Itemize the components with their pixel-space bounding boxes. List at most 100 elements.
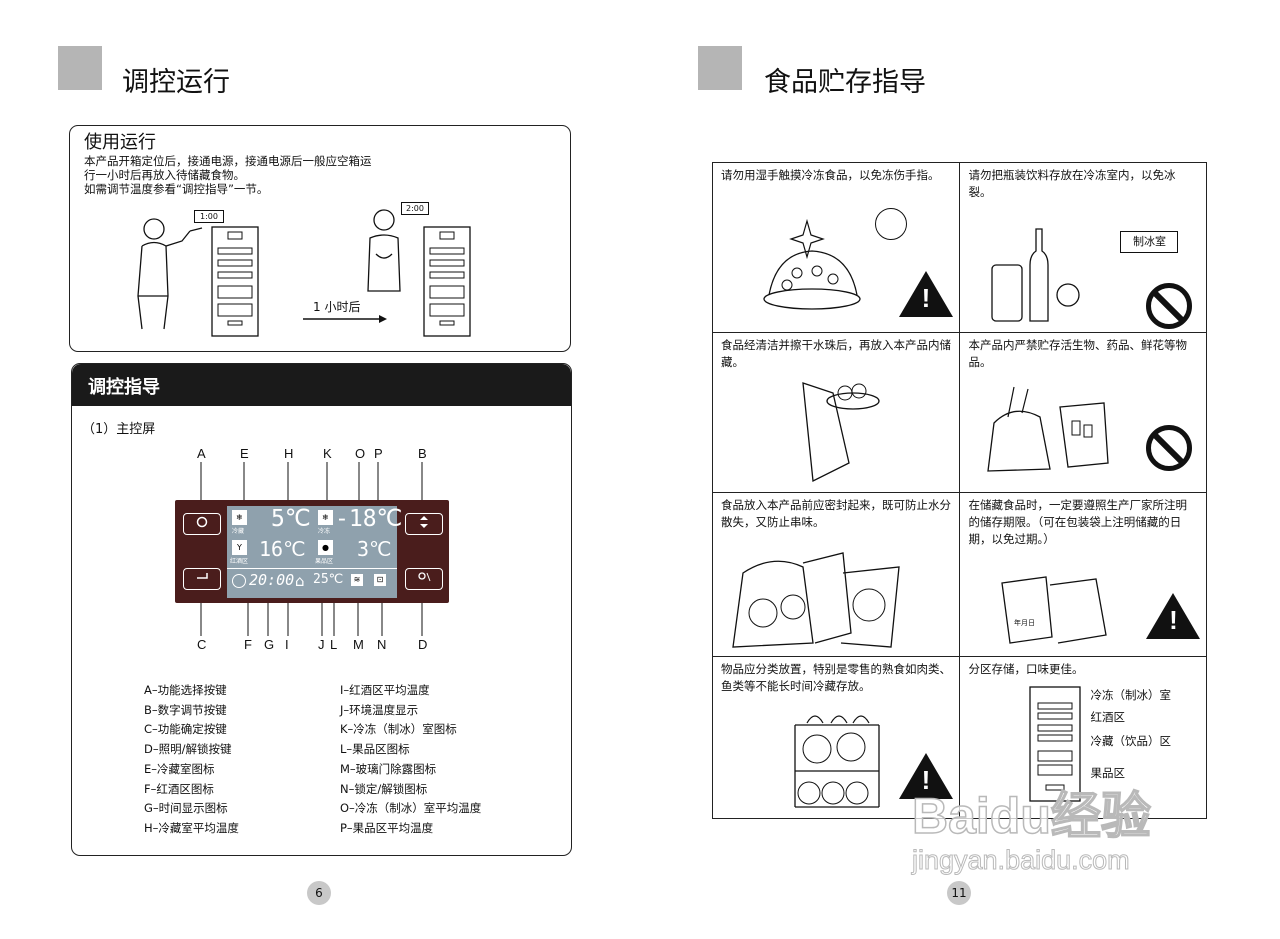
legend-item: F–红酒区图标	[144, 782, 214, 796]
man-pointing-illustration	[137, 218, 203, 330]
guide-header-bar: 调控指导	[72, 364, 571, 406]
guide-subtitle: （1）主控屏	[82, 422, 156, 437]
svg-text:年月日: 年月日	[1014, 618, 1035, 627]
legend-item: L–果品区图标	[340, 742, 410, 756]
light-unlock-button[interactable]	[405, 568, 443, 590]
cell-text: 请勿用湿手触摸冷冻食品，以免冻伤手指。	[721, 168, 940, 182]
cleaning-food-illustration	[802, 382, 880, 483]
legend-item: E–冷藏室图标	[144, 762, 215, 776]
watermark-brand: Baidu经验	[911, 787, 1151, 845]
section-marker	[698, 46, 742, 90]
callout-letter: N	[377, 637, 387, 652]
dated-packages-illustration: 年月日	[1001, 576, 1108, 644]
legend-item: K–冷冻（制冰）室图标	[340, 722, 457, 736]
guide-cell: 食品经清洁并擦干水珠后，再放入本产品内储藏。	[711, 332, 961, 493]
legend-item: O–冷冻（制冰）室平均温度	[340, 801, 482, 815]
wine-temp-display: 16℃	[259, 537, 306, 561]
page-title-right: 食品贮存指导	[764, 67, 926, 98]
home-icon: ⌂	[295, 572, 305, 590]
cell-text: 在储藏食品时，一定要遵照生产厂家所注明的储存期限。（可在包装袋上注明储藏的日期，…	[968, 498, 1187, 546]
function-select-button[interactable]	[183, 513, 221, 535]
screen-divider	[227, 568, 397, 569]
number-adjust-button[interactable]	[405, 513, 443, 535]
man-holding-illustration	[367, 209, 401, 292]
legend-item: H–冷藏室平均温度	[144, 821, 239, 835]
cell-text: 食品放入本产品前应密封起来，既可防止水分散失，又防止串味。	[721, 498, 951, 529]
prohibited-icon	[1146, 283, 1193, 329]
guide-header: 调控指导	[88, 377, 160, 398]
legend-item: I–红酒区平均温度	[340, 683, 430, 697]
zoned-fridge-illustration	[1029, 686, 1082, 802]
prohibited-icon	[1146, 425, 1193, 471]
legend-item: M–玻璃门除露图标	[340, 762, 437, 776]
page-title-left: 调控运行	[122, 67, 230, 98]
legend-item: C–功能确定按键	[144, 722, 227, 736]
wine-zone-icon: Y	[232, 540, 247, 555]
section-marker	[58, 46, 102, 90]
guide-cell: 分区存储，口味更佳。 冷冻（制冰）室 红酒区 冷藏（饮品）区 果品区	[959, 656, 1207, 819]
warning-mark: !	[921, 283, 931, 313]
callout-letter: O	[355, 446, 366, 461]
callout-letter: C	[197, 637, 207, 652]
watermark-url: jingyan.baidu.com	[912, 845, 1131, 876]
bottles-illustration	[991, 228, 1081, 322]
function-confirm-button[interactable]	[183, 568, 221, 590]
callout-letter: D	[418, 637, 428, 652]
callout-letter: I	[285, 637, 289, 652]
cell-text: 物品应分类放置，特别是零售的熟食如肉类、鱼类等不能长时间冷藏存放。	[721, 662, 951, 693]
warning-icon	[899, 753, 953, 799]
frozen-food-illustration	[763, 218, 861, 310]
usage-line: 本产品开箱定位后，接通电源，接通电源后一般应空箱运	[84, 154, 372, 168]
legend-item: J–环境温度显示	[340, 703, 419, 717]
warning-icon	[899, 271, 953, 317]
legend-item: P–果品区平均温度	[340, 821, 434, 835]
callout-letter: B	[418, 446, 427, 461]
guide-cell: 食品放入本产品前应密封起来，既可防止水分散失，又防止串味。	[711, 492, 961, 657]
fridge-compartment-icon: ❄	[232, 510, 247, 525]
callout-letter: A	[197, 446, 206, 461]
legend-item: G–时间显示图标	[144, 801, 228, 815]
cell-text: 分区存储，口味更佳。	[968, 662, 1084, 676]
legend-item: B–数字调节按键	[144, 703, 227, 717]
fridge-temp-display: 5℃	[271, 506, 311, 532]
fruit-temp-display: 3℃	[357, 537, 392, 561]
usage-heading: 使用运行	[84, 132, 156, 153]
storage-guide-table: 请勿用湿手触摸冷冻食品，以免冻伤手指。 ! 请勿把瓶装饮料存放在冷冻室内，以免冰…	[711, 162, 1207, 819]
fridge-icon-caption: 冷藏	[232, 528, 245, 535]
bag-and-medicine-illustration	[987, 386, 1110, 472]
bulb-icon	[418, 572, 431, 582]
page-number-right: 11	[947, 881, 971, 905]
freezer-temp-display: -18℃	[335, 506, 403, 532]
usage-line: 行一小时后再放入待储藏食物。	[84, 168, 245, 182]
zone-label: 冷冻（制冰）室	[1090, 688, 1171, 702]
enter-icon	[197, 573, 208, 579]
ice-room-sign: 制冰室	[1120, 231, 1179, 253]
fridge-illustration-2	[423, 226, 471, 337]
warning-mark: !	[1169, 605, 1178, 635]
lcd-screen: ❄ 冷藏 5℃ ❄ 冷冻 -18℃ Y 红酒区 16℃ ● 果品区 3℃ 20:…	[227, 506, 402, 598]
up-down-icon	[420, 516, 428, 528]
usage-text: 本产品开箱定位后，接通电源，接通电源后一般应空箱运 行一小时后再放入待储藏食物。…	[84, 154, 372, 196]
legend-item: N–锁定/解锁图标	[340, 782, 428, 796]
defog-icon: ≋	[351, 574, 363, 586]
fridge-illustration-1	[211, 226, 259, 337]
guide-cell: 请勿用湿手触摸冷冻食品，以免冻伤手指。 !	[711, 162, 961, 333]
zone-label: 冷藏（饮品）区	[1090, 734, 1171, 748]
usage-line: 如需调节温度参看“调控指导”一节。	[84, 182, 269, 196]
callout-letter: H	[284, 446, 294, 461]
callout-letter: F	[244, 637, 252, 652]
cell-text: 本产品内严禁贮存活生物、药品、鲜花等物品。	[968, 338, 1187, 369]
cell-text: 食品经清洁并擦干水珠后，再放入本产品内储藏。	[721, 338, 951, 369]
legend-item: D–照明/解锁按键	[144, 742, 232, 756]
lock-icon: ⊡	[374, 574, 386, 586]
usage-box: 使用运行 本产品开箱定位后，接通电源，接通电源后一般应空箱运 行一小时后再放入待…	[69, 125, 571, 352]
wall-clock-icon	[875, 208, 907, 240]
arrow-right-icon	[303, 315, 387, 323]
guide-cell: 请勿把瓶装饮料存放在冷冻室内，以免冰裂。 制冰室	[959, 162, 1207, 333]
clock-icon	[232, 574, 246, 588]
page-number-left: 6	[307, 881, 331, 905]
after-hour-label: 1 小时后	[313, 300, 361, 314]
zone-label: 果品区	[1090, 766, 1125, 780]
clock-1: 1:00	[194, 210, 224, 223]
freezer-icon-caption: 冷冻	[318, 528, 331, 535]
